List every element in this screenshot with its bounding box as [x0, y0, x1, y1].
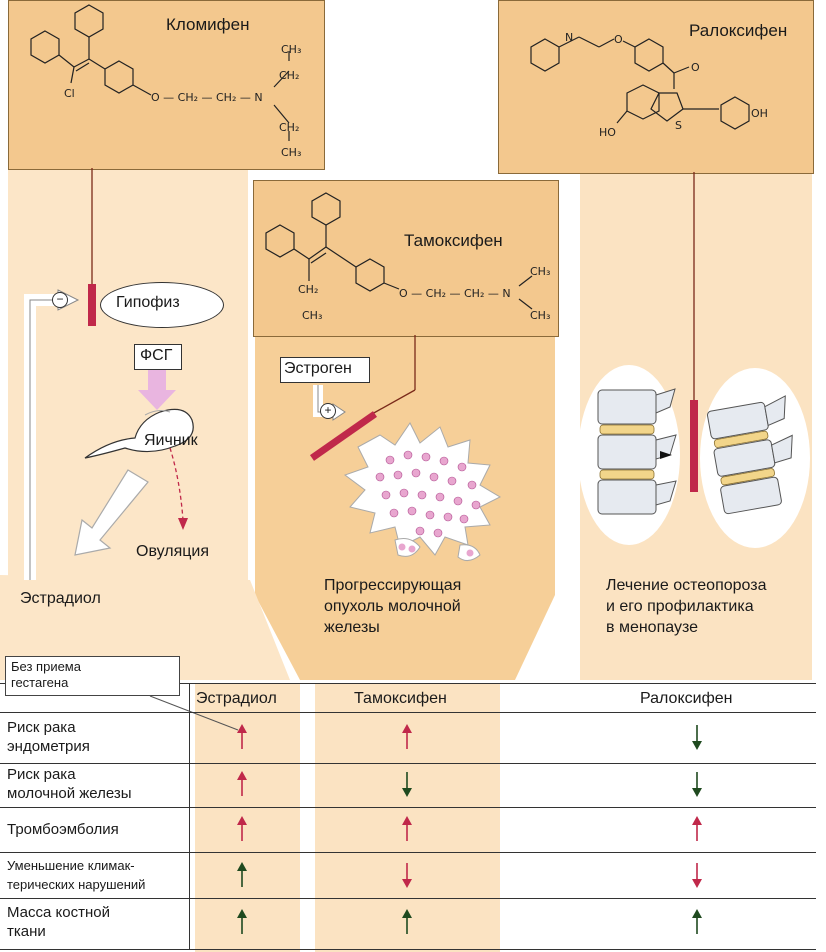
svg-text:CH₃: CH₃	[530, 309, 550, 322]
row-label-line2: терических нарушений	[7, 877, 146, 892]
table-row: Риск рака молочной железы	[0, 762, 816, 808]
osteoporosis-caption-line2: и его профилактика	[606, 598, 754, 615]
table-label-column-divider	[189, 684, 190, 949]
osteoporosis-caption-line3: в менопаузе	[606, 619, 699, 636]
clomiphene-panel: Кломифен Cl O — CH₂ — CH₂ — N CH₃ CH₂ CH…	[8, 0, 325, 170]
tamoxifen-panel: Тамоксифен CH₂ CH₃ O — CH₂ — CH₂ — N CH₃…	[253, 180, 559, 337]
header-raloxifene: Ралоксифен	[640, 690, 733, 707]
table-row: Тромбоэмболия	[0, 807, 816, 853]
raloxifene-ketone-label: O	[691, 61, 700, 74]
raloxifene-title: Ралоксифен	[689, 21, 788, 40]
note-line2: гестагена	[11, 675, 69, 690]
row-label-line2: ткани	[7, 923, 46, 940]
raloxifene-ho-label: HO	[599, 126, 616, 139]
estrogen-box	[280, 357, 370, 383]
table-row: Масса костной ткани	[0, 898, 816, 946]
svg-text:CH₃: CH₃	[281, 43, 301, 56]
chlorine-label: Cl	[64, 87, 75, 100]
effect-arrow-down-icon	[402, 863, 412, 888]
raloxifene-n-label: N	[565, 31, 573, 44]
effect-arrow-up-icon	[237, 771, 247, 796]
effect-arrow-up-icon	[402, 816, 412, 841]
ovulation-label: Овуляция	[136, 543, 210, 560]
raloxifene-block-bar	[690, 400, 698, 492]
effect-arrow-up-icon	[237, 724, 247, 749]
header-tamoxifen: Тамоксифен	[354, 690, 447, 707]
pituitary-ellipse	[100, 282, 224, 328]
row-label-line1: Риск рака	[7, 719, 76, 736]
clomiphene-structure: Cl O — CH₂ — CH₂ — N CH₃ CH₂ CH₂ CH₃	[30, 4, 301, 159]
feedback-minus-circle: −	[52, 292, 68, 308]
fsh-label: ФСГ	[140, 347, 173, 364]
clomiphene-block-bar	[88, 284, 96, 326]
tumor	[343, 422, 502, 561]
tamoxifen-structure: CH₂ CH₃ O — CH₂ — CH₂ — N CH₃ CH₃	[265, 192, 550, 322]
row-label-line1: Риск рака	[7, 766, 76, 783]
tumor-caption-line1: Прогрессирующая	[324, 577, 462, 594]
fsh-box	[134, 344, 182, 370]
svg-text:CH₃: CH₃	[530, 265, 550, 278]
clomiphene-title: Кломифен	[166, 15, 250, 34]
ovary-label: Яичник	[144, 432, 198, 449]
effect-arrow-up-icon	[402, 909, 412, 934]
effect-arrow-up-icon	[402, 724, 412, 749]
tamoxifen-chain-label: O — CH₂ — CH₂ — N	[399, 287, 511, 300]
effect-arrow-up-icon	[237, 862, 247, 887]
raloxifene-structure: N O O S OH HO	[530, 31, 768, 139]
effect-arrow-down-icon	[692, 725, 702, 750]
note-line1: Без приема	[11, 659, 81, 674]
pituitary-label: Гипофиз	[116, 294, 180, 311]
no-gestagen-note: Без приема гестагена	[5, 656, 180, 696]
svg-text:CH₂: CH₂	[279, 121, 299, 134]
effect-arrow-up-icon	[237, 816, 247, 841]
row-label-line1: Уменьшение климак-	[7, 858, 135, 873]
raloxifene-panel: Ралоксифен N O O S OH HO	[498, 0, 814, 174]
estrogen-plus-circle: +	[320, 403, 336, 419]
header-estradiol: Эстрадиол	[196, 690, 277, 707]
tamoxifen-block-bar	[309, 411, 378, 461]
effect-arrow-up-icon	[237, 909, 247, 934]
effect-arrow-up-icon	[692, 909, 702, 934]
svg-text:CH₃: CH₃	[281, 146, 301, 159]
table-row: Риск рака эндометрия	[0, 712, 816, 764]
effects-table	[0, 683, 816, 950]
effect-arrow-down-icon	[692, 772, 702, 797]
row-label-line1: Тромбоэмболия	[7, 821, 119, 838]
row-label-line2: эндометрия	[7, 738, 90, 755]
svg-text:CH₃: CH₃	[302, 309, 322, 322]
tumor-caption-line3: железы	[324, 619, 380, 636]
effect-arrow-down-icon	[692, 863, 702, 888]
svg-text:CH₂: CH₂	[298, 283, 318, 296]
tumor-caption-line2: опухоль молочной	[324, 598, 461, 615]
tamoxifen-title: Тамоксифен	[404, 231, 503, 250]
left-column-band	[8, 168, 248, 588]
effect-arrow-down-icon	[402, 772, 412, 797]
raloxifene-o-label: O	[614, 33, 623, 46]
svg-text:CH₂: CH₂	[279, 69, 299, 82]
ovary-shape	[84, 408, 194, 459]
osteoporosis-caption-line1: Лечение остеопороза	[606, 577, 767, 594]
effect-arrow-up-icon	[692, 816, 702, 841]
row-label-line2: молочной железы	[7, 785, 132, 802]
raloxifene-oh-label: OH	[751, 107, 768, 120]
vertebrae-illustration	[597, 388, 793, 515]
raloxifene-s-label: S	[675, 119, 682, 132]
estradiol-label: Эстрадиол	[20, 590, 101, 607]
plus-sign: +	[324, 403, 332, 417]
minus-sign: −	[56, 292, 64, 306]
table-row: Уменьшение климак- терических нарушений	[0, 852, 816, 899]
clomiphene-chain-label: O — CH₂ — CH₂ — N	[151, 91, 263, 104]
row-label-line1: Масса костной	[7, 904, 110, 921]
estrogen-label: Эстроген	[284, 360, 352, 377]
